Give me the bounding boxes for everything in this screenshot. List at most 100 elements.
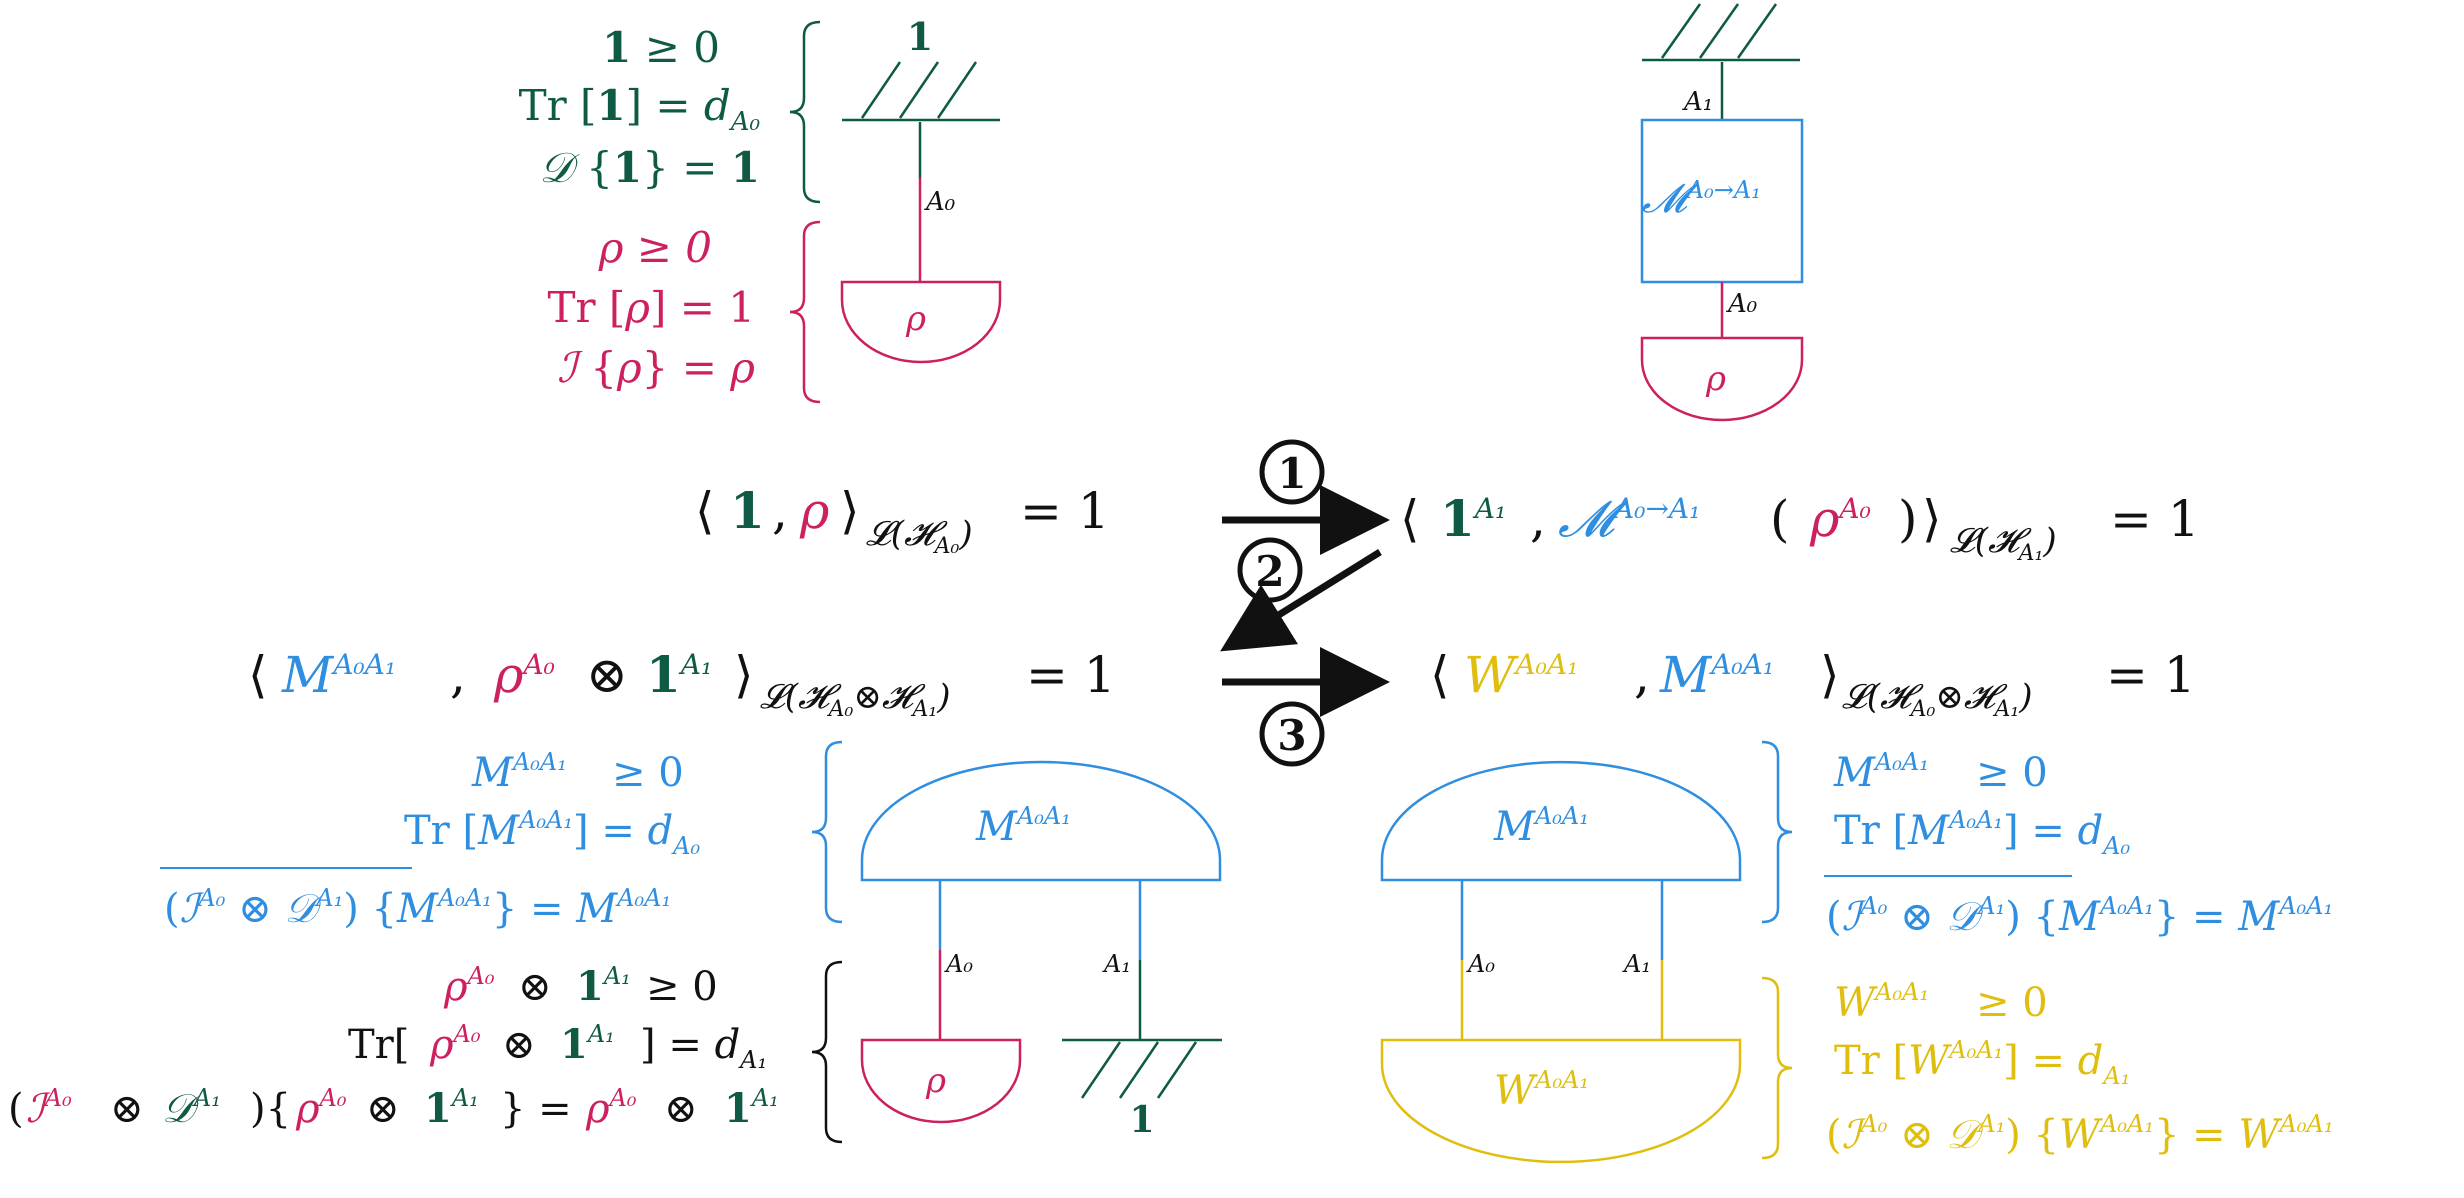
W-constraints-right: WA₀A₁ ≥ 0 Tr [WA₀A₁] = dA₁ (ℐA₀ ⊗ 𝒟A₁) {… (1826, 978, 2333, 1158)
wire-label-A0-right: A₀ (1726, 289, 1758, 319)
svg-text:,: , (772, 482, 788, 540)
svg-text:): ) (1898, 490, 1918, 548)
effect-one-symbol-right (1642, 3, 1800, 62)
M-constraints-right: MA₀A₁ ≥ 0 Tr [MA₀A₁] = dA₀ (ℐA₀ ⊗ 𝒟A₁) {… (1824, 748, 2333, 940)
svg-text:ℐA₀: ℐA₀ (26, 1084, 72, 1132)
svg-text:𝒟A₁: 𝒟A₁ (162, 1084, 221, 1132)
step-2-label: 2 (1255, 547, 1284, 596)
svg-text:(ℐA₀ ⊗ 𝒟A₁) {MA₀A₁} = MA₀A₁: (ℐA₀ ⊗ 𝒟A₁) {MA₀A₁} = MA₀A₁ (164, 884, 671, 932)
svg-text:} =: } = (500, 1086, 572, 1132)
svg-text:ρA₀: ρA₀ (443, 962, 495, 1010)
svg-text:⟩: ⟩ (1820, 646, 1840, 704)
M-brace-left (811, 740, 843, 924)
state-trace: Tr [ρ] = 1 (547, 283, 755, 332)
svg-text:⊗: ⊗ (366, 1086, 400, 1132)
W-brace-right (1761, 976, 1793, 1160)
svg-text:⟩: ⟩ (840, 482, 860, 540)
svg-text:𝓛(𝓗A₁): 𝓛(𝓗A₁) (1950, 521, 2057, 566)
svg-text:𝓛(𝓗A₀⊗𝓗A₁): 𝓛(𝓗A₀⊗𝓗A₁) (1842, 677, 2033, 722)
M-effect-right (1380, 760, 1742, 882)
state-rho-label-right: ρ (1705, 359, 1726, 399)
svg-text:1: 1 (730, 481, 765, 540)
svg-text:){: ){ (250, 1086, 291, 1132)
svg-text:= 1: = 1 (1026, 646, 1116, 704)
rho-one-constraints: ρA₀ ⊗ 1A₁ ≥ 0 Tr[ ρA₀ ⊗ 1A₁ ] = dA₁ ( ℐA… (8, 962, 779, 1132)
equation-1: ⟨ 1 , ρ ⟩ 𝓛(𝓗A₀) = 1 (695, 481, 1110, 559)
effect-discard: 𝒟 {1} = 1 (539, 143, 760, 192)
state-positivity: ρ ≥ 0 (598, 223, 712, 272)
svg-text:,: , (450, 646, 466, 704)
equation-4: ⟨ WA₀A₁ , MA₀A₁ ⟩ 𝓛(𝓗A₀⊗𝓗A₁) = 1 (1430, 646, 2196, 722)
svg-text:ρA₀: ρA₀ (1809, 490, 1871, 548)
channel-box (1640, 118, 1804, 284)
svg-text:,: , (1634, 646, 1650, 704)
wire-left-A1-label: A₁ (1102, 950, 1131, 978)
svg-text:] = dA₁: ] = dA₁ (640, 1022, 767, 1074)
svg-text:= 1: = 1 (1020, 482, 1110, 540)
svg-text:⊗: ⊗ (586, 646, 628, 704)
svg-text:1A₁: 1A₁ (424, 1084, 479, 1132)
step-1-label: 1 (1277, 449, 1306, 498)
svg-text:⊗: ⊗ (518, 964, 552, 1010)
state-brace (789, 220, 821, 404)
svg-text:𝓛(𝓗A₀): 𝓛(𝓗A₀) (866, 514, 973, 559)
svg-text:ρA₀: ρA₀ (493, 646, 555, 704)
svg-text:MA₀A₁: MA₀A₁ (281, 646, 396, 704)
W-state-right (1380, 1038, 1742, 1164)
state-rho-bottom-left-label: ρ (925, 1061, 946, 1101)
svg-text:⟨: ⟨ (1400, 490, 1420, 548)
state-rho-bottom-left (860, 1038, 1022, 1124)
effect-brace (789, 20, 821, 204)
state-rho-symbol-right (1640, 336, 1804, 422)
arrow-step-2 (1220, 549, 1382, 652)
svg-text:⊗: ⊗ (110, 1086, 144, 1132)
wire-label-A0: A₀ (924, 187, 956, 217)
svg-text:ρA₀: ρA₀ (585, 1084, 637, 1132)
svg-text:1A₁: 1A₁ (560, 1020, 615, 1068)
svg-text:(: ( (8, 1086, 24, 1132)
svg-text:≥ 0: ≥ 0 (1976, 980, 2048, 1026)
step-3-label: 3 (1277, 711, 1306, 760)
state-rho-label: ρ (905, 299, 926, 339)
svg-text:𝓛(𝓗A₀⊗𝓗A₁): 𝓛(𝓗A₀⊗𝓗A₁) (760, 677, 951, 722)
svg-text:1A₁: 1A₁ (576, 962, 631, 1010)
svg-text:≥ 0: ≥ 0 (612, 750, 684, 796)
svg-text:(ℐA₀ ⊗ 𝒟A₁) {WA₀A₁} = WA₀A₁: (ℐA₀ ⊗ 𝒟A₁) {WA₀A₁} = WA₀A₁ (1826, 1110, 2333, 1158)
wire-left-A0-label: A₀ (944, 950, 973, 978)
effect-constraints: 1 ≥ 0 Tr [1] = dA₀ 𝒟 {1} = 1 (519, 23, 761, 192)
effect-one-bottom-left (1062, 1038, 1222, 1099)
M-effect-left-label: MA₀A₁ (975, 802, 1071, 850)
svg-text:WA₀A₁: WA₀A₁ (1464, 646, 1578, 704)
svg-text:= 1: = 1 (2106, 646, 2196, 704)
effect-one-label: 1 (907, 14, 933, 59)
M-constraints-left: MA₀A₁ ≥ 0 Tr [MA₀A₁] = dA₀ (ℐA₀ ⊗ 𝒟A₁) {… (160, 748, 701, 932)
svg-text:⟨: ⟨ (695, 482, 715, 540)
svg-text:Tr [WA₀A₁] = dA₁: Tr [WA₀A₁] = dA₁ (1834, 1036, 2130, 1090)
effect-one-symbol (842, 61, 1000, 122)
svg-text:1A₁: 1A₁ (1440, 489, 1506, 548)
svg-text:1A₁: 1A₁ (646, 645, 712, 704)
svg-text:⟩: ⟩ (734, 646, 754, 704)
svg-text:= 1: = 1 (2110, 490, 2200, 548)
M-effect-left (860, 760, 1222, 882)
svg-text:,: , (1530, 490, 1546, 548)
state-identity: ℐ {ρ} = ρ (557, 343, 755, 392)
svg-text:𝓜A₀→A₁: 𝓜A₀→A₁ (1558, 490, 1700, 548)
svg-text:ρA₀: ρA₀ (295, 1084, 347, 1132)
state-rho-symbol (840, 280, 1002, 364)
svg-text:Tr [MA₀A₁] = dA₀: Tr [MA₀A₁] = dA₀ (404, 806, 701, 860)
svg-text:⟨: ⟨ (248, 646, 268, 704)
equation-2: ⟨ 1A₁ , 𝓜A₀→A₁ ( ρA₀ ) ⟩ 𝓛(𝓗A₁) = 1 (1400, 489, 2200, 566)
effect-one-bottom-left-label: 1 (1129, 1099, 1154, 1141)
svg-text:⊗: ⊗ (502, 1022, 536, 1068)
svg-text:⟩: ⟩ (1922, 490, 1942, 548)
svg-text:⊗: ⊗ (664, 1086, 698, 1132)
svg-text:(ℐA₀ ⊗ 𝒟A₁) {MA₀A₁} = MA₀A₁: (ℐA₀ ⊗ 𝒟A₁) {MA₀A₁} = MA₀A₁ (1826, 892, 2333, 940)
wire-right-A1-label: A₁ (1622, 950, 1651, 978)
step-2-circle (1237, 537, 1303, 603)
svg-text:MA₀A₁: MA₀A₁ (1659, 646, 1774, 704)
svg-text:1A₁: 1A₁ (724, 1084, 779, 1132)
svg-text:WA₀A₁: WA₀A₁ (1834, 978, 1929, 1026)
state-constraints: ρ ≥ 0 Tr [ρ] = 1 ℐ {ρ} = ρ (547, 223, 755, 392)
